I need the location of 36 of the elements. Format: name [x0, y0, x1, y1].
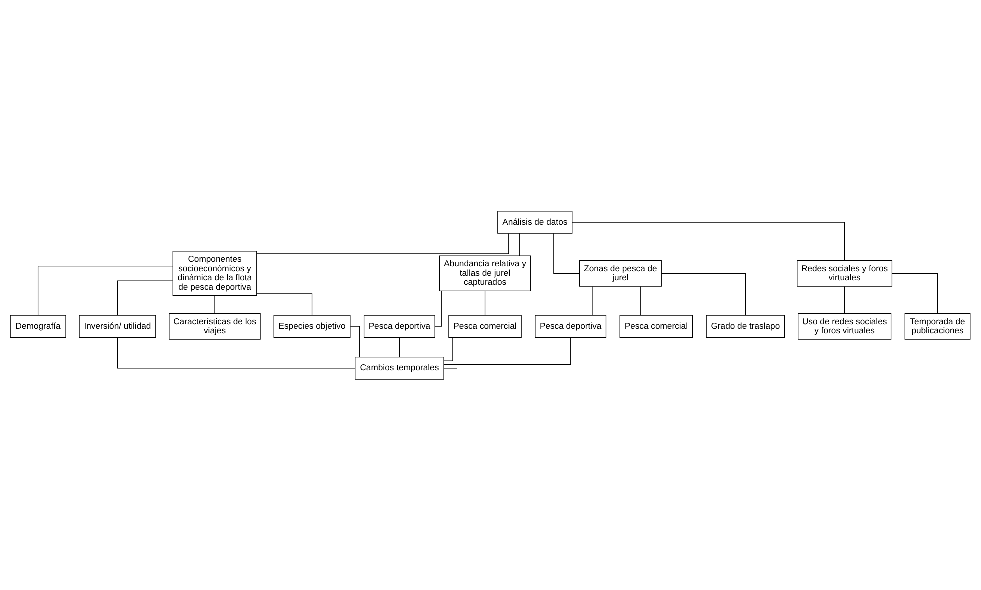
node-box: Grado de traslapo [706, 314, 786, 338]
connector [117, 337, 356, 368]
connector [256, 232, 510, 254]
node-box: Pesca comercial [620, 314, 694, 338]
connector [484, 290, 486, 316]
connector [444, 337, 572, 365]
connector [38, 265, 174, 316]
node-box: Redes sociales y foros virtuales [797, 260, 893, 286]
node-box: Pesca deportiva [535, 314, 607, 338]
connector [117, 280, 174, 316]
connector [434, 290, 442, 326]
node-box: Abundancia relativa y tallas de jurel capturados [439, 255, 532, 291]
connector [892, 272, 938, 314]
node-box: Demografía [10, 314, 66, 338]
node-box: Zonas de pesca de jurel [579, 260, 662, 286]
connector [844, 286, 846, 314]
connector [214, 295, 216, 314]
node-box: Cambios temporales [355, 356, 444, 380]
node-box: Características de los viajes [169, 312, 261, 340]
connector [399, 337, 400, 358]
connector [444, 336, 454, 361]
connector [554, 232, 580, 274]
connector [662, 272, 746, 316]
connector [256, 293, 313, 316]
node-box: Especies objetivo [274, 314, 351, 338]
node-box: Temporada de publicaciones [904, 312, 971, 340]
node-box: Análisis de datos [498, 210, 573, 234]
connector [350, 326, 360, 358]
connector [592, 286, 594, 316]
node-box: Inversión/ utilidad [79, 314, 156, 338]
node-box: Pesca deportiva [364, 314, 436, 338]
node-box: Pesca comercial [448, 314, 522, 338]
node-box: Componentes socioeconómicos y dinámica de la flota de pesca deportiva [172, 250, 258, 296]
connector [640, 286, 642, 316]
node-box: Uso de redes sociales y foros virtuales [798, 312, 892, 340]
connector [572, 222, 846, 260]
